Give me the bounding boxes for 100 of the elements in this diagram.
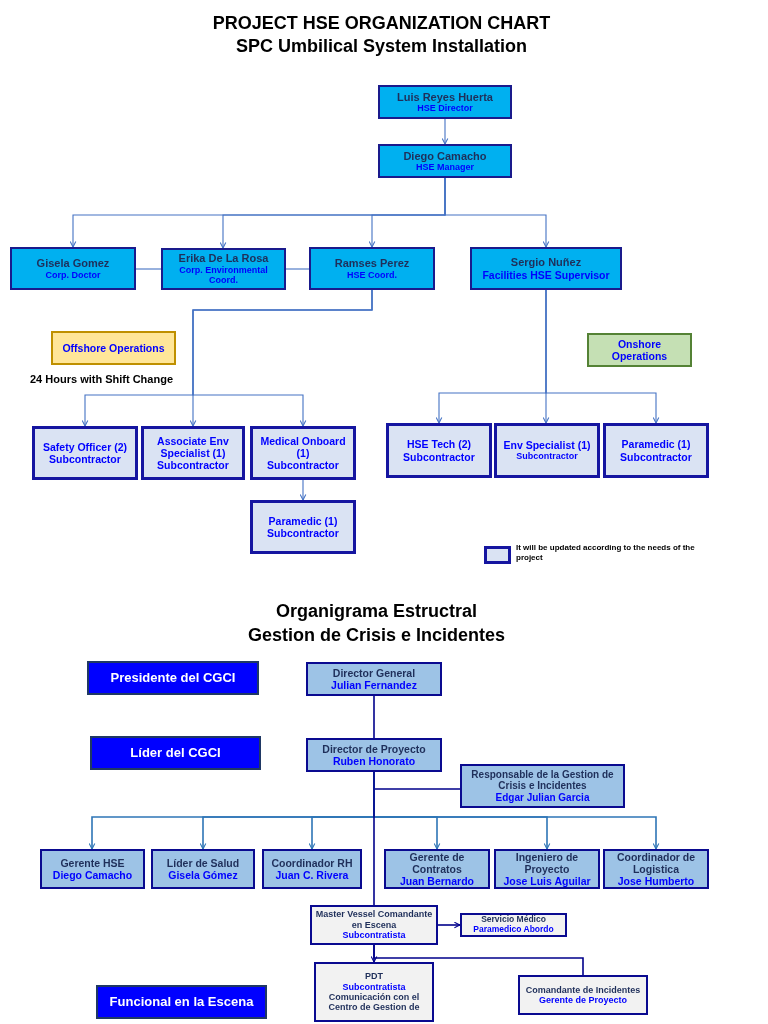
- node-subtitle: Subcontractor: [157, 459, 229, 472]
- org-box: [518, 975, 648, 1015]
- org-box: [262, 849, 362, 889]
- node-title: Servicio Médico: [481, 915, 546, 925]
- node-subtitle: Corp. Doctor: [45, 269, 101, 280]
- node-subtitle: Subcontratista: [342, 930, 406, 941]
- node-title: Paramedic (1): [268, 514, 338, 527]
- node-title: Gerente de Contratos: [408, 850, 466, 876]
- node-title: PDT: [365, 971, 383, 982]
- node-title: Gisela Gomez: [36, 257, 110, 270]
- org-box: [309, 247, 435, 290]
- org-box: [250, 426, 356, 480]
- node-title: Associate Env Specialist (1): [156, 434, 230, 460]
- node-title: Medical Onboard (1): [259, 434, 347, 460]
- section-heading: Gestion de Crisis e Incidentes: [248, 625, 506, 646]
- node-title: Sergio Nuñez: [510, 256, 582, 269]
- node-title: Director de Proyecto: [322, 742, 426, 755]
- connector-arrow: [545, 289, 660, 424]
- node-subtitle: Jose Humberto: [617, 875, 695, 888]
- node-subtitle: Subcontratista: [342, 981, 406, 992]
- org-box: [161, 248, 286, 290]
- role-box: [87, 661, 259, 695]
- node-subtitle: Ruben Honorato: [332, 755, 416, 768]
- org-box: [494, 849, 600, 889]
- node-title: Responsable de la Gestion de Crisis e Incidentes: [470, 768, 615, 792]
- section-heading: Organigrama Estructral: [276, 601, 478, 622]
- node-title: Env Specialist (1): [503, 439, 591, 452]
- role-box: [90, 736, 261, 770]
- org-box: [40, 849, 145, 889]
- node-subtitle: Comunicación con el Centro de Gestion de: [327, 992, 421, 1013]
- node-title: Presidente del CGCI: [110, 670, 236, 686]
- node-subtitle: Edgar Julian Garcia: [495, 791, 590, 804]
- node-title: Líder del CGCI: [130, 745, 221, 761]
- node-subtitle: HSE Director: [417, 103, 473, 114]
- org-box: [494, 423, 600, 478]
- node-subtitle: Jose Luis Aguilar: [503, 875, 591, 888]
- node-title: Diego Camacho: [403, 149, 487, 163]
- node-subtitle: Gisela Gómez: [168, 869, 238, 882]
- node-subtitle: Gerente de Proyecto: [539, 995, 627, 1006]
- org-box: [386, 423, 492, 478]
- connector-arrow: [444, 177, 550, 248]
- org-box: [306, 662, 442, 696]
- node-subtitle: HSE Coord.: [347, 269, 397, 280]
- node-title: Ramses Perez: [334, 257, 410, 270]
- node-title: Onshore Operations: [610, 337, 669, 363]
- org-box: [470, 247, 622, 290]
- org-box: [310, 905, 438, 945]
- node-title: HSE Tech (2): [407, 438, 471, 451]
- connector-line: [373, 771, 375, 906]
- node-title: Coordinador de Logistica: [615, 850, 697, 876]
- chart-title: PROJECT HSE ORGANIZATION CHART SPC Umbilical System Installation: [211, 12, 552, 59]
- connector-line: [135, 268, 162, 270]
- connector-line: [373, 695, 375, 739]
- node-subtitle: Subcontractor: [267, 527, 339, 540]
- node-title: Paramedic (1): [621, 438, 691, 451]
- org-box: [141, 426, 245, 480]
- node-title: Master Vessel Comandante en Escena: [315, 909, 433, 931]
- org-box: [460, 913, 567, 937]
- org-box: [10, 247, 136, 290]
- node-subtitle: Subcontractor: [620, 450, 692, 463]
- node-subtitle: Corp. Environmental Coord.: [178, 264, 269, 286]
- connector-arrow: [441, 118, 449, 145]
- note-text: 24 Hours with Shift Change: [30, 373, 173, 385]
- node-title: Coordinador RH: [271, 856, 353, 869]
- org-box: [151, 849, 255, 889]
- role-box: [96, 985, 267, 1019]
- node-subtitle: Subcontractor: [516, 451, 578, 462]
- legend-text: It will be updated according to the needs of the project: [516, 543, 696, 563]
- org-box: [314, 962, 434, 1022]
- org-box: [32, 426, 138, 480]
- connector-line: [373, 944, 584, 976]
- node-subtitle: Subcontractor: [49, 453, 121, 466]
- node-subtitle: Paramedico Abordo: [473, 925, 554, 935]
- connector-line: [285, 268, 310, 270]
- org-box: [587, 333, 692, 367]
- org-box: [603, 849, 709, 889]
- org-box: [250, 500, 356, 554]
- org-box: [306, 738, 442, 772]
- org-box: [384, 849, 490, 889]
- node-subtitle: HSE Manager: [416, 162, 474, 173]
- node-title: Líder de Salud: [166, 856, 240, 869]
- connector-arrow: [437, 921, 461, 929]
- node-title: Gerente HSE: [60, 856, 125, 869]
- node-title: Offshore Operations: [62, 341, 165, 355]
- node-subtitle: Juan C. Rivera: [275, 869, 349, 882]
- node-subtitle: Diego Camacho: [52, 869, 133, 882]
- node-title: Funcional en la Escena: [109, 994, 254, 1010]
- node-title: Director General: [332, 666, 416, 679]
- org-box: [603, 423, 709, 478]
- node-title: Luis Reyes Huerta: [397, 90, 493, 104]
- org-box: [378, 144, 512, 178]
- node-subtitle: Subcontractor: [403, 450, 475, 463]
- node-title: Comandante de Incidentes: [525, 984, 641, 995]
- org-box: [460, 764, 625, 808]
- org-box: [378, 85, 512, 119]
- node-title: Safety Officer (2): [43, 440, 127, 453]
- node-subtitle: Julian Fernandez: [331, 679, 417, 692]
- node-title: Erika De La Rosa: [178, 252, 269, 265]
- node-subtitle: Facilities HSE Supervisor: [482, 268, 610, 281]
- connector-arrow: [299, 479, 307, 501]
